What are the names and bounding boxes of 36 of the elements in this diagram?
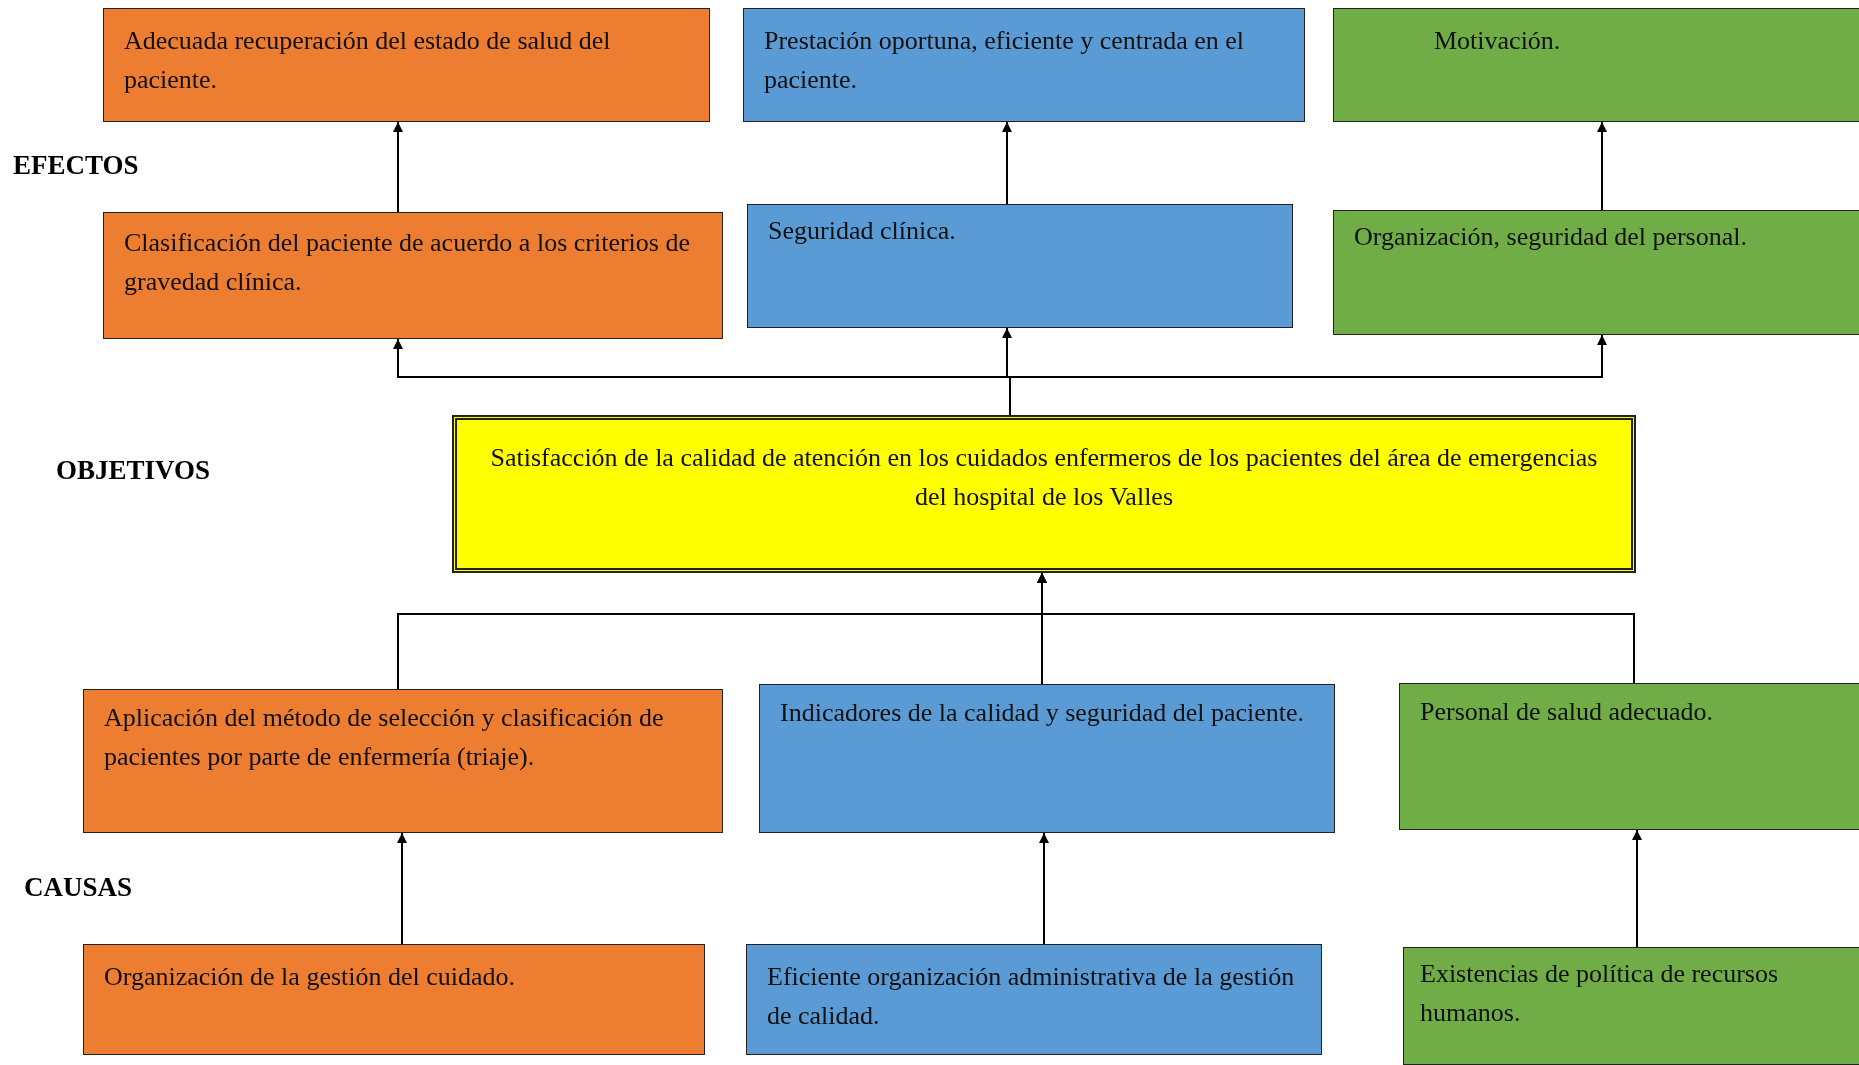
section-label: EFECTOS [13,150,139,181]
section-label: OBJETIVOS [56,455,210,486]
box-text: Adecuada recuperación del estado de salud del paciente. [124,25,612,96]
arrow [1037,572,1635,684]
box-text: Motivación. [1434,25,1562,57]
effect-box [1333,210,1859,335]
cause-box [746,944,1322,1055]
box-text: Organización, seguridad del personal. [1354,221,1748,253]
box-text: Prestación oportuna, eficiente y centrada en el paciente. [764,25,1246,96]
arrow [1039,832,1049,945]
section-label: CAUSAS [24,872,133,903]
box-text: Organización de la gestión del cuidado. [104,961,517,993]
effect-box [103,212,723,339]
arrow [1002,121,1012,205]
box-text: Eficiente organización administrativa de la gestión de calidad. [767,961,1296,1032]
box-text: Clasificación del paciente de acuerdo a los criterios de gravedad clínica. [124,227,691,298]
cause-box [83,689,723,833]
cause-box [1403,947,1859,1065]
cause-box [1399,683,1859,830]
box-text: Indicadores de la calidad y seguridad del paciente. [780,697,1306,729]
box-text: Existencias de política de recursos humanos. [1420,958,1780,1029]
box-text: Personal de salud adecuado. [1420,696,1715,728]
arrow [1632,829,1642,948]
cause-box [759,684,1335,833]
effect-box [1333,8,1859,122]
arrow [393,121,403,213]
effect-box [743,8,1305,122]
box-text: Aplicación del método de selección y clasificación de pacientes por parte de enfermería (triaje). [104,702,665,773]
box-text: Satisfacción de la calidad de atención en los cuidados enfermeros de los pacientes del área de emergencias del hospital de los Valles [489,442,1599,513]
objective-box [452,415,1636,573]
effect-box [747,204,1293,328]
box-text: Seguridad clínica. [768,215,957,247]
cause-box [83,944,705,1055]
arrow [1597,121,1607,211]
arrow [397,832,407,945]
effect-box [103,8,710,122]
